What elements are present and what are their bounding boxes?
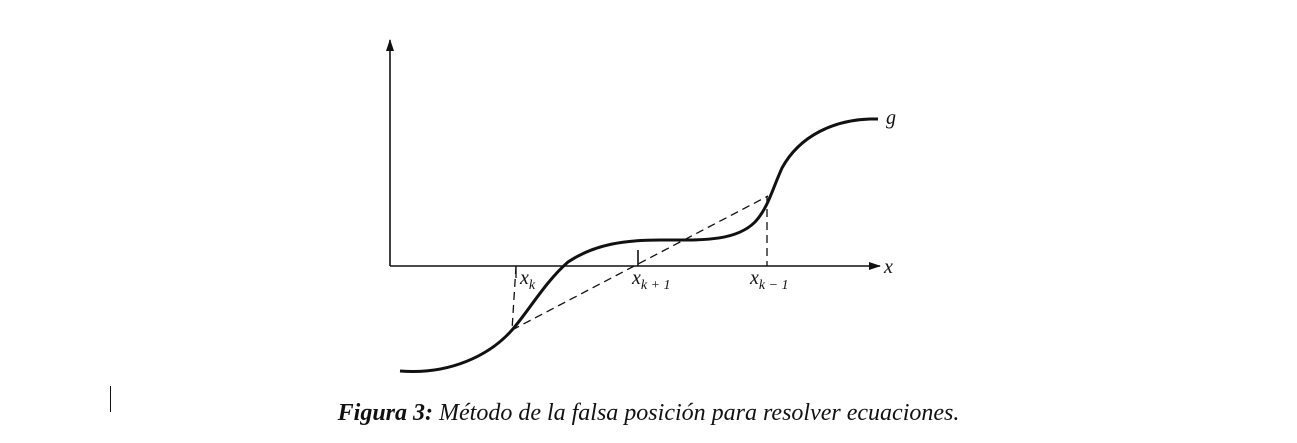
text-cursor	[110, 386, 111, 412]
point-label-xk-plus-1: xk + 1	[631, 267, 671, 293]
point-label-xk: xk	[519, 267, 536, 293]
point-xkm1-base: x	[749, 267, 759, 289]
curve-label-g: g	[886, 107, 896, 129]
caption-label: Figura 3:	[337, 400, 433, 426]
point-xk-sub: k	[529, 278, 536, 293]
curve-g	[399, 117, 878, 374]
caption-text: Método de la falsa posición para resolve…	[433, 400, 960, 426]
point-xk1-sub: k + 1	[641, 278, 671, 293]
point-xk1-base: x	[631, 267, 641, 289]
figure-caption: Figura 3: Método de la falsa posición pa…	[0, 398, 1297, 428]
secant-line	[511, 195, 769, 331]
point-xkm1-sub: k − 1	[759, 278, 789, 293]
drop-line-xk	[511, 265, 517, 331]
axis-label-x: x	[883, 256, 893, 278]
point-label-xk-minus-1: xk − 1	[749, 267, 789, 293]
point-xk-base: x	[519, 267, 529, 289]
